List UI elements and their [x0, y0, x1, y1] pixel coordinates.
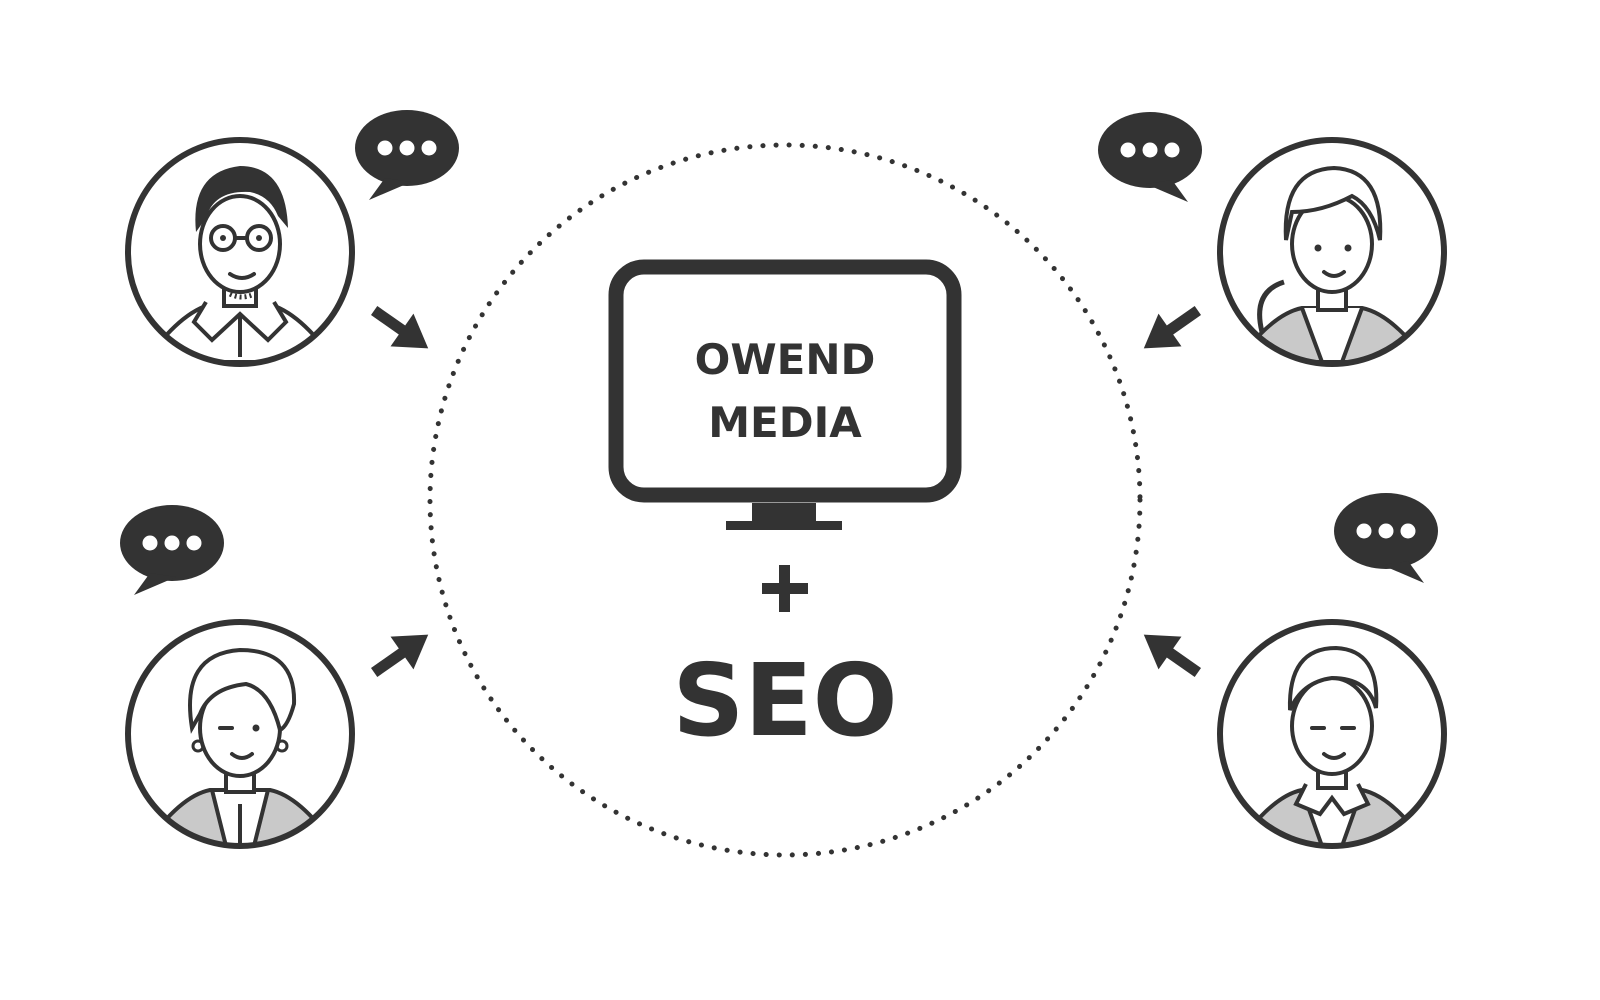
avatar-older-woman-with-earrings — [125, 619, 355, 849]
arrow-icon — [1132, 618, 1209, 689]
monitor-label-line2: MEDIA — [708, 398, 862, 447]
arrow-icon — [363, 294, 440, 365]
seo-label: SEO — [672, 642, 897, 759]
speech-bubble-icon — [1098, 112, 1202, 202]
arrow-icon — [1132, 294, 1209, 365]
plus-sign — [762, 565, 808, 612]
avatar-man-in-suit — [1217, 619, 1447, 849]
speech-bubble-icon — [1334, 493, 1438, 583]
dotted-circle — [427, 142, 1143, 858]
monitor-icon — [608, 259, 962, 530]
avatar-man-with-glasses — [125, 137, 355, 367]
avatar-woman-ponytail — [1217, 137, 1447, 367]
monitor-label-line1: OWEND — [695, 335, 876, 384]
speech-bubble-icon — [355, 110, 459, 200]
arrow-icon — [363, 618, 440, 689]
speech-bubble-icon — [120, 505, 224, 595]
